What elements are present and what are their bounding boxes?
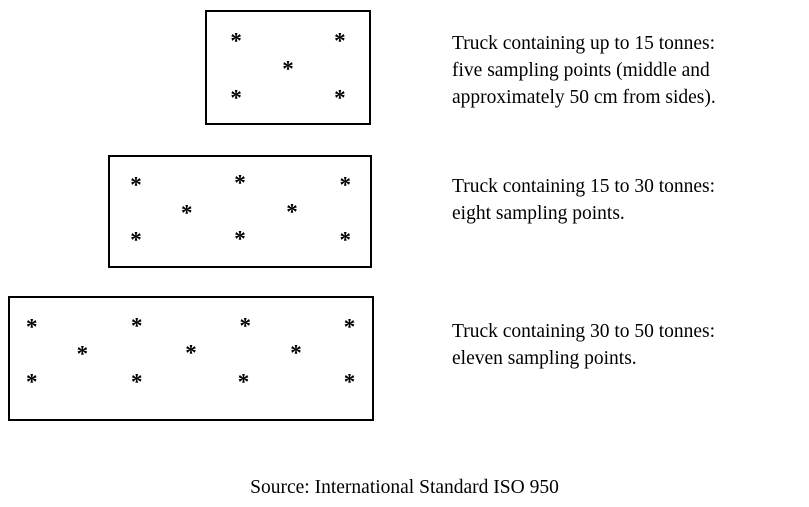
sampling-point-asterisk: * <box>130 369 143 395</box>
sampling-point-asterisk: * <box>130 313 143 339</box>
caption-line: eight sampling points. <box>452 203 625 224</box>
caption-truck-up-to-15t: Truck containing up to 15 tonnes: five sa… <box>452 30 716 111</box>
caption-line: five sampling points (middle and <box>452 60 710 81</box>
sampling-point-asterisk: * <box>343 314 356 340</box>
sampling-point-asterisk: * <box>25 369 38 395</box>
sampling-point-asterisk: * <box>234 226 246 252</box>
sampling-point-asterisk: * <box>25 314 38 340</box>
sampling-point-asterisk: * <box>343 369 356 395</box>
caption-line: Truck containing up to 15 tonnes: <box>452 33 716 54</box>
sampling-point-asterisk: * <box>180 200 193 226</box>
caption-truck-30-to-50t: Truck containing 30 to 50 tonnes: eleven … <box>452 318 715 372</box>
sampling-point-asterisk: * <box>185 340 197 366</box>
caption-line: Truck containing 30 to 50 tonnes: <box>452 321 716 342</box>
sampling-point-asterisk: * <box>130 227 142 253</box>
sampling-point-asterisk: * <box>290 340 302 366</box>
caption-line: Truck containing 15 to 30 tonnes: <box>452 176 716 197</box>
caption-truck-15-to-30t: Truck containing 15 to 30 tonnes: eight s… <box>452 173 715 227</box>
truck-outline-15-to-30t: * * * * * * * * <box>108 155 372 268</box>
sampling-point-asterisk: * <box>237 369 250 395</box>
truck-outline-up-to-15t: * * * * * <box>205 10 371 125</box>
sampling-point-asterisk: * <box>239 313 252 339</box>
caption-line: approximately 50 cm from sides). <box>452 87 716 108</box>
sampling-point-asterisk: * <box>282 56 294 82</box>
sampling-point-asterisk: * <box>339 172 352 198</box>
caption-line: eleven sampling points. <box>452 348 637 369</box>
sampling-point-asterisk: * <box>334 84 346 110</box>
sampling-point-asterisk: * <box>234 170 246 196</box>
sampling-point-asterisk: * <box>230 28 242 54</box>
source-caption: Source: International Standard ISO 950 <box>250 477 559 498</box>
sampling-point-asterisk: * <box>76 341 89 367</box>
sampling-point-asterisk: * <box>334 28 346 54</box>
sampling-point-asterisk: * <box>230 84 242 110</box>
truck-outline-30-to-50t: * * * * * * * * * * * <box>8 296 374 421</box>
sampling-point-asterisk: * <box>339 227 352 253</box>
sampling-point-asterisk: * <box>286 198 298 224</box>
sampling-point-asterisk: * <box>130 172 142 198</box>
